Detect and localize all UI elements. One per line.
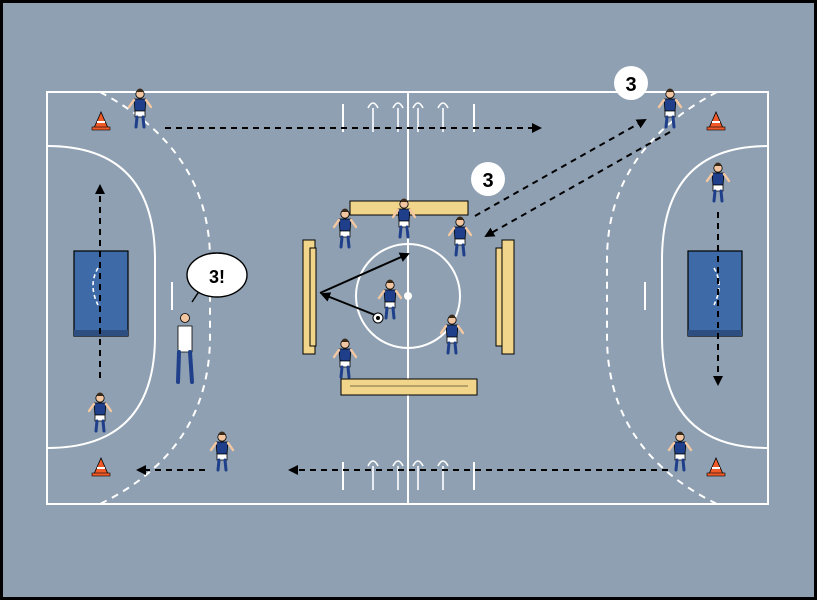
badge-number-left: 3	[482, 170, 493, 192]
coach-speech-bubble: 3!	[186, 252, 248, 303]
ball-icon	[372, 312, 384, 324]
coach-speech-text: 3!	[209, 267, 225, 287]
number-badge: 3	[614, 66, 648, 100]
goal-icon	[687, 250, 743, 337]
center-spot	[404, 292, 412, 300]
run-paths	[95, 119, 723, 475]
number-badge: 3	[471, 162, 505, 196]
bench-icon	[302, 200, 515, 396]
badge-number-right: 3	[625, 74, 636, 96]
court-lines	[46, 91, 769, 505]
coach-icon	[176, 313, 194, 384]
pass-arrows	[319, 252, 410, 316]
